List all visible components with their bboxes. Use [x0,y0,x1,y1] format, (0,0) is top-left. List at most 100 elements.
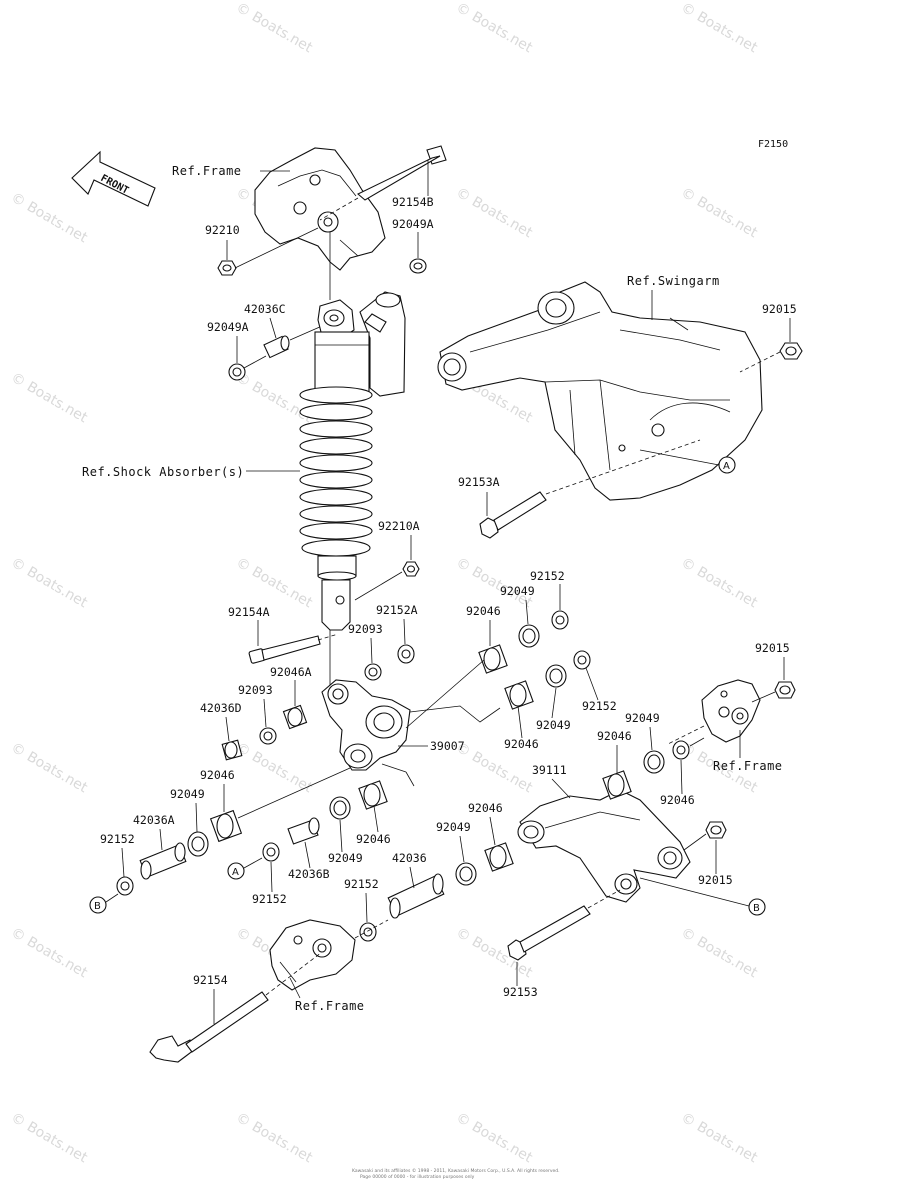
swingarm [437,281,763,501]
part-number-92153: 92153 [503,985,538,999]
part-number-42036: 42036 [392,851,427,865]
svg-text:B: B [94,901,101,912]
svg-text:A: A [723,461,730,472]
part-number-92046-right-upper: 92046 [597,729,632,743]
part-number-92152-d: 92152 [344,877,379,891]
bearing-92046-c [358,780,388,810]
collar-42036A [139,842,187,880]
part-number-92049-b: 92049 [536,718,571,732]
watermark: © Boats.net [678,925,760,982]
watermark: © Boats.net [8,190,90,247]
part-number-92046-left: 92046 [200,768,235,782]
part-number-92015-lower: 92015 [698,873,733,887]
part-number-92049-right: 92049 [625,711,660,725]
nut-92015-lower [705,821,727,839]
nut-92210A [402,561,420,577]
part-number-92152-right: 92046 [660,793,695,807]
rocker-arm-39007 [321,679,411,771]
ref-frame-right: Ref.Frame [713,759,783,773]
callout-A-left: A [227,862,245,880]
part-number-92093-a: 92093 [348,622,383,636]
bearing-92046-lower-right [484,842,514,872]
svg-text:A: A [232,867,239,878]
nut-92015-top [779,342,803,360]
part-number-39111: 39111 [532,763,567,777]
watermark: © Boats.net [678,0,760,56]
watermark: © Boats.net [8,925,90,982]
part-number-92152A: 92152A [376,603,418,617]
part-number-92154A: 92154A [228,605,270,619]
bearing-92046-right-upper [602,770,632,800]
nut-92210 [217,260,237,276]
nut-92015-right [774,681,796,699]
part-number-92152-a: 92152 [530,569,565,583]
part-number-92046-lower-right: 92046 [468,801,503,815]
part-number-92153A: 92153A [458,475,500,489]
ref-frame-bottom: Ref.Frame [295,999,365,1013]
part-number-92049-a: 92049 [500,584,535,598]
watermark: © Boats.net [8,740,90,797]
svg-text:B: B [753,903,760,914]
frame-bottom-bracket [269,919,356,991]
part-number-92210A: 92210A [378,519,420,533]
callout-A-right: A [718,456,736,474]
watermark: © Boats.net [8,555,90,612]
bolt-92154A [248,635,321,664]
part-number-92154: 92154 [193,973,228,987]
part-number-92093-b: 92093 [238,683,273,697]
bolt-92153 [507,905,591,961]
bearing-92046-b [504,680,534,710]
watermark: © Boats.net [453,1110,535,1167]
bearing-92046-left [209,809,243,843]
shock-spring [299,386,373,557]
tie-rod-39111 [517,789,691,903]
part-number-92210: 92210 [205,223,240,237]
part-number-92049-left: 92049 [170,787,205,801]
part-number-92154B: 92154B [392,195,434,209]
watermark: © Boats.net [453,185,535,242]
collar-42036D [221,739,243,761]
part-number-92049-d: 92049 [436,820,471,834]
part-number-92152-c: 92152 [252,892,287,906]
part-number-39007: 39007 [430,739,465,753]
watermark: © Boats.net [233,740,315,797]
watermark: © Boats.net [8,370,90,427]
watermark: © Boats.net [233,555,315,612]
bolt-92154B [357,145,447,201]
part-number-92015-top: 92015 [762,302,797,316]
part-number-92046-a: 92046 [466,604,501,618]
part-number-42036D: 42036D [200,701,242,715]
callout-B-right: B [748,898,766,916]
ref-frame-top: Ref.Frame [172,164,242,178]
part-number-92152-left: 92152 [100,832,135,846]
collar-42036B [287,817,320,845]
front-arrow-icon: FRONT [71,150,156,207]
frame-right-bracket [701,679,761,743]
watermark: © Boats.net [678,1110,760,1167]
part-number-92049-e: 92049 [328,851,363,865]
watermark: © Boats.net [678,185,760,242]
callout-B-left: B [89,896,107,914]
part-number-92049A-top: 92049A [392,217,434,231]
collar-42036C [263,335,290,359]
ref-swingarm: Ref.Swingarm [627,274,720,288]
part-number-42036A: 42036A [133,813,175,827]
bearing-92046-a [478,644,508,674]
bolt-92154 [149,991,269,1063]
watermark: © Boats.net [233,1110,315,1167]
footer-line1: Kawasaki and its affiliates © 1998 - 201… [352,1167,560,1174]
figure-code: F2150 [758,139,788,150]
watermark: © Boats.net [453,0,535,56]
bolt-92153A [479,491,547,539]
part-number-92046A: 92046A [270,665,312,679]
part-number-42036C: 42036C [244,302,286,316]
part-number-92152-b: 92152 [582,699,617,713]
frame-top-bracket [254,147,386,271]
watermark: © Boats.net [678,555,760,612]
collar-42036 [387,873,445,919]
bearing-92046A [282,704,308,730]
part-number-92046-d: 92046 [356,832,391,846]
part-number-92049A-left: 92049A [207,320,249,334]
